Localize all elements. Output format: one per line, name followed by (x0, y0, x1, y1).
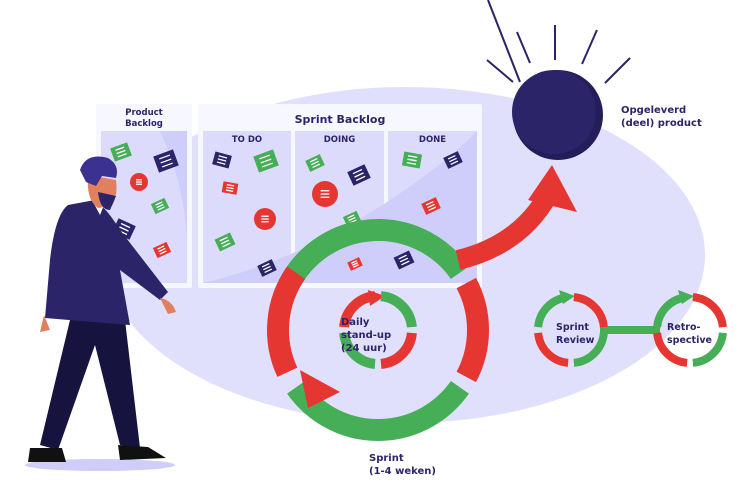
sprint-backlog-card (212, 151, 232, 169)
retrospective-label: Retro- spective (667, 322, 712, 346)
sprint-backlog-card (443, 151, 463, 169)
sprint-backlog-card (347, 164, 371, 186)
sprint-backlog-card (253, 149, 279, 173)
sprint-backlog-card (257, 259, 277, 277)
standup-arc-bottomright (380, 332, 417, 369)
product-backlog-card (130, 173, 148, 191)
retro-arc-topright (692, 293, 727, 328)
sprint-backlog-card (421, 197, 441, 215)
review-arc-topright (573, 293, 608, 328)
sprint-backlog-card (312, 181, 338, 207)
sprint-cycle-arc-right (456, 277, 489, 383)
sprint-backlog-card (214, 232, 236, 252)
review-arrow-head (559, 290, 575, 304)
product-backlog-card (153, 149, 179, 173)
sprint-backlog-card (393, 250, 415, 270)
sprint-cycle (267, 165, 727, 441)
product-orb (486, 0, 631, 160)
sprint-backlog-card (221, 181, 239, 195)
standup-arc-bottomleft (339, 332, 376, 369)
product-backlog-card (110, 142, 132, 162)
retro-arrow-head (678, 290, 694, 304)
walking-businessman-icon (25, 156, 176, 471)
sprint-backlog-card (347, 257, 363, 271)
sprint-cycle-arc-bottom (287, 380, 469, 441)
sprint-cycle-arc-top (281, 219, 469, 286)
sprint-label: Sprint (1-4 weken) (369, 453, 436, 477)
backlog-cards (110, 142, 463, 277)
column-doing-header: DOING (323, 135, 356, 145)
column-todo-header: TO DO (231, 135, 263, 145)
product-backlog-card (152, 241, 172, 259)
product-label: Opgeleverd (deel) product (621, 105, 702, 129)
delivery-arrow-shaft (455, 189, 557, 270)
review-retro-connector (600, 326, 660, 334)
product-backlog-title: Product Backlog (125, 108, 163, 129)
review-arc-topleft (534, 293, 567, 328)
sprint-backlog-card (401, 151, 423, 169)
sprint-cycle-arc-left (267, 266, 306, 377)
review-arc-bottomright (573, 332, 608, 367)
daily-standup-label: Daily stand-up (24 uur) (341, 317, 392, 354)
sprint-cycle-arrow-left-head (300, 370, 340, 408)
sprint-backlog-card (305, 154, 325, 172)
column-done-header: DONE (418, 135, 447, 145)
sprint-backlog-card (254, 208, 276, 230)
retro-arc-topleft (653, 293, 686, 328)
sprint-review-label: Sprint Review (556, 322, 595, 346)
retro-arc-bottomright (692, 332, 727, 367)
standup-arc-topright (380, 291, 417, 328)
review-arc-bottomleft (534, 332, 569, 367)
retro-arc-bottomleft (653, 332, 688, 367)
standup-arrow-head (368, 290, 385, 306)
product-backlog-card (150, 197, 170, 215)
sprint-backlog-title: Sprint Backlog (294, 113, 386, 126)
delivery-arrow-head (528, 165, 577, 212)
